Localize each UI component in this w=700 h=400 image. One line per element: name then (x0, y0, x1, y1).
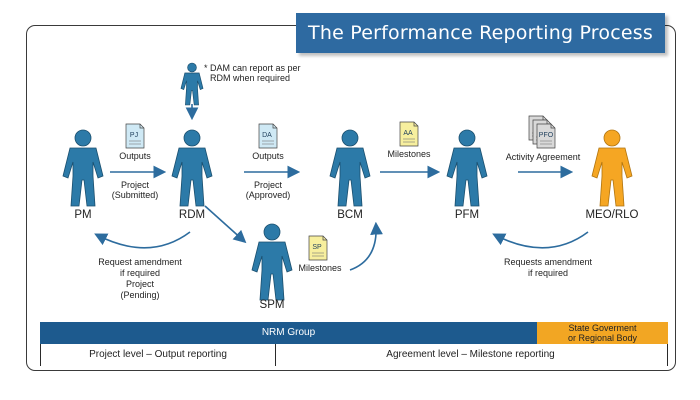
dam-note-line1: * DAM can report as per (204, 63, 301, 73)
pm-rdm-outputs-label: Outputs (119, 151, 151, 161)
rdm-spm-arrow (204, 205, 247, 244)
request-left-line4: (Pending) (120, 290, 159, 300)
aa-document-label: AA (403, 130, 413, 137)
request-right-line2: if required (528, 268, 568, 278)
spm-figure (251, 223, 293, 301)
page-title: The Performance Reporting Process (296, 13, 665, 53)
rdm-figure (171, 129, 213, 207)
bcm-pfm-milestones-label: Milestones (387, 149, 431, 159)
agreement-level-cell: Agreement level – Milestone reporting (274, 344, 668, 366)
request-left-line1: Request amendment (98, 257, 182, 267)
spm-label: SPM (260, 299, 285, 311)
bcm-label: BCM (337, 209, 363, 221)
request-left-line2: if required (120, 268, 160, 278)
pfm-meo-agreement-label: Activity Agreement (506, 152, 581, 162)
diagram-frame (26, 25, 676, 371)
pfm-label: PFM (455, 209, 479, 221)
project-level-cell: Project level – Output reporting (40, 344, 276, 366)
meo-label: MEO/RLO (585, 209, 638, 221)
spm-bcm-milestones-label: Milestones (298, 263, 342, 273)
pm-rdm-status-label: (Submitted) (112, 190, 159, 200)
rdm-bcm-outputs-label: Outputs (252, 151, 284, 161)
pj-document-label: PJ (130, 132, 138, 139)
state-government-bar: State Goverment or Regional Body (537, 322, 668, 344)
state-line1: State Goverment (568, 323, 637, 333)
nrm-group-bar: NRM Group (40, 322, 537, 344)
pfo-document-label: PFO (539, 132, 554, 139)
rdm-bcm-project-label: Project (254, 180, 283, 190)
meo-figure (591, 129, 633, 207)
pfm-figure (446, 129, 488, 207)
dam-note-line2: RDM when required (210, 73, 290, 83)
pm-rdm-project-label: Project (121, 180, 150, 190)
reporting-level-row: Project level – Output reporting Agreeme… (40, 344, 668, 368)
rdm-bcm-status-label: (Approved) (246, 190, 291, 200)
state-line2: or Regional Body (567, 333, 638, 343)
da-document-label: DA (262, 132, 272, 139)
request-left-line3: Project (126, 279, 155, 289)
dam-figure (180, 62, 204, 106)
pm-label: PM (74, 209, 91, 221)
meo-pfm-return-arrow (492, 231, 589, 249)
spm-bcm-arrow (349, 221, 383, 271)
pm-figure (62, 129, 104, 207)
bcm-figure (329, 129, 371, 207)
rdm-pm-return-arrow (94, 231, 191, 249)
sp-document-label: SP (312, 244, 322, 251)
rdm-label: RDM (179, 209, 205, 221)
request-right-line1: Requests amendment (504, 257, 593, 267)
